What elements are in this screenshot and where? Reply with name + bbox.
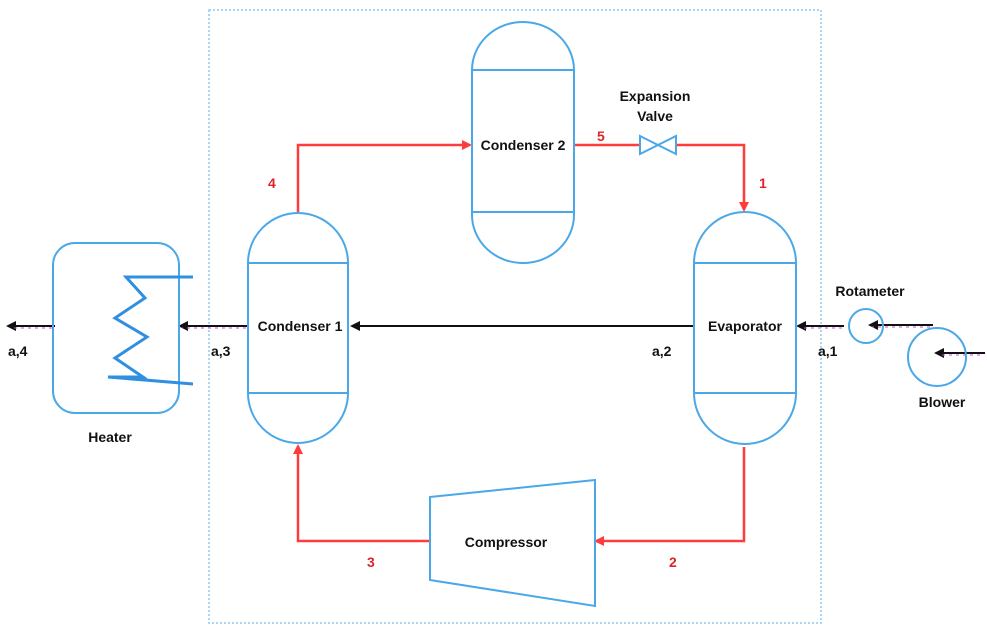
air-path: [6, 320, 985, 358]
condenser-2-vessel: [471, 21, 575, 264]
air-state-a2: a,2: [652, 343, 672, 359]
refrigerant-loop: [293, 140, 749, 546]
air-state-a4: a,4: [8, 343, 28, 359]
expansion-valve-label-line1: Expansion: [620, 88, 691, 104]
state-4-number: 4: [268, 175, 276, 191]
blower-icon: [907, 327, 967, 387]
refrigerant-line-4: [296, 140, 472, 212]
condenser-2-label: Condenser 2: [481, 137, 566, 153]
system-boundary: [208, 9, 822, 624]
heater-box: [52, 242, 180, 414]
refrigerant-line-1: [676, 143, 749, 212]
heater-label: Heater: [88, 429, 132, 445]
compressor-shape: [429, 478, 596, 608]
heater-coil-icon: [107, 275, 194, 386]
evaporator-label: Evaporator: [708, 318, 782, 334]
refrigerant-line-3: [293, 444, 430, 543]
air-line-highlights: [10, 326, 980, 356]
expansion-valve-label-line2: Valve: [637, 108, 673, 124]
refrigerant-line-2: [594, 447, 746, 546]
state-3-number: 3: [367, 554, 375, 570]
state-2-number: 2: [669, 554, 677, 570]
expansion-valve-icon: [639, 134, 677, 156]
evaporator-vessel: [693, 211, 797, 445]
compressor-label: Compressor: [465, 534, 548, 550]
state-5-number: 5: [597, 128, 605, 144]
condenser-1-label: Condenser 1: [258, 318, 343, 334]
air-state-a1: a,1: [818, 343, 838, 359]
rotameter-icon: [848, 308, 884, 344]
air-state-a3: a,3: [211, 343, 231, 359]
state-1-number: 1: [759, 175, 767, 191]
condenser-1-vessel: [247, 212, 349, 444]
blower-label: Blower: [919, 394, 966, 410]
rotameter-label: Rotameter: [835, 283, 905, 299]
